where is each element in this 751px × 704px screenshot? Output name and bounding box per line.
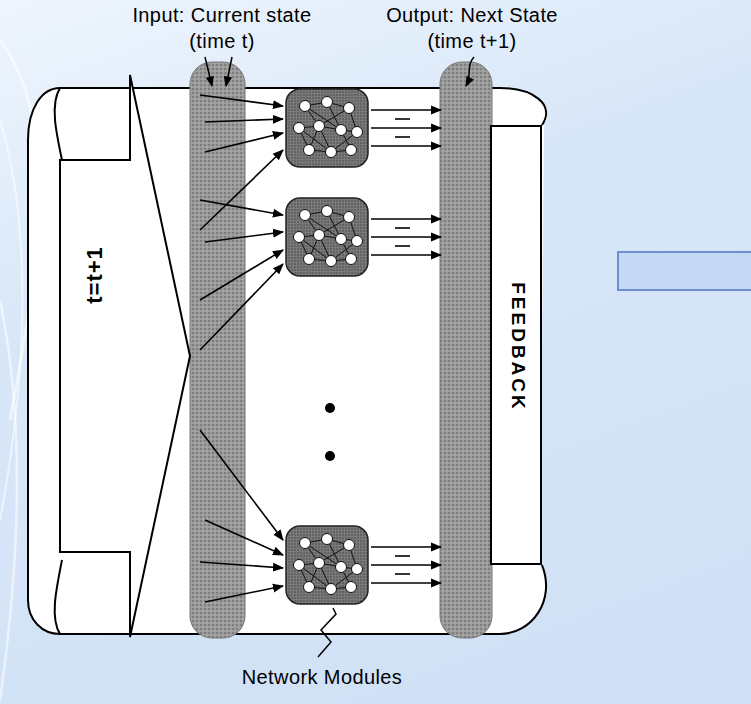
network-module [286, 198, 368, 276]
loop-arrow: t=t+1 [60, 75, 192, 637]
input-arrows [200, 95, 283, 602]
output-dashes [395, 119, 410, 574]
node-text: t=t+1 [82, 246, 108, 304]
arrow-shape [60, 75, 190, 637]
node-text: FEEDBACK [507, 282, 529, 412]
arrow-outline [60, 75, 192, 637]
output-band [440, 62, 492, 638]
module-leader [318, 608, 336, 657]
module-label: Network Modules [197, 664, 447, 690]
feedback-box: FEEDBACK [490, 125, 542, 565]
ellipsis-dots [325, 403, 335, 461]
leader-lines [205, 57, 474, 86]
output-label: Output: Next State (time t+1) [369, 2, 575, 54]
input-label: Input: Current state (time t) [119, 2, 325, 54]
network-module [286, 89, 368, 167]
output-arrows [371, 110, 441, 583]
network-module [286, 526, 368, 604]
blue-slide-box [618, 252, 751, 290]
